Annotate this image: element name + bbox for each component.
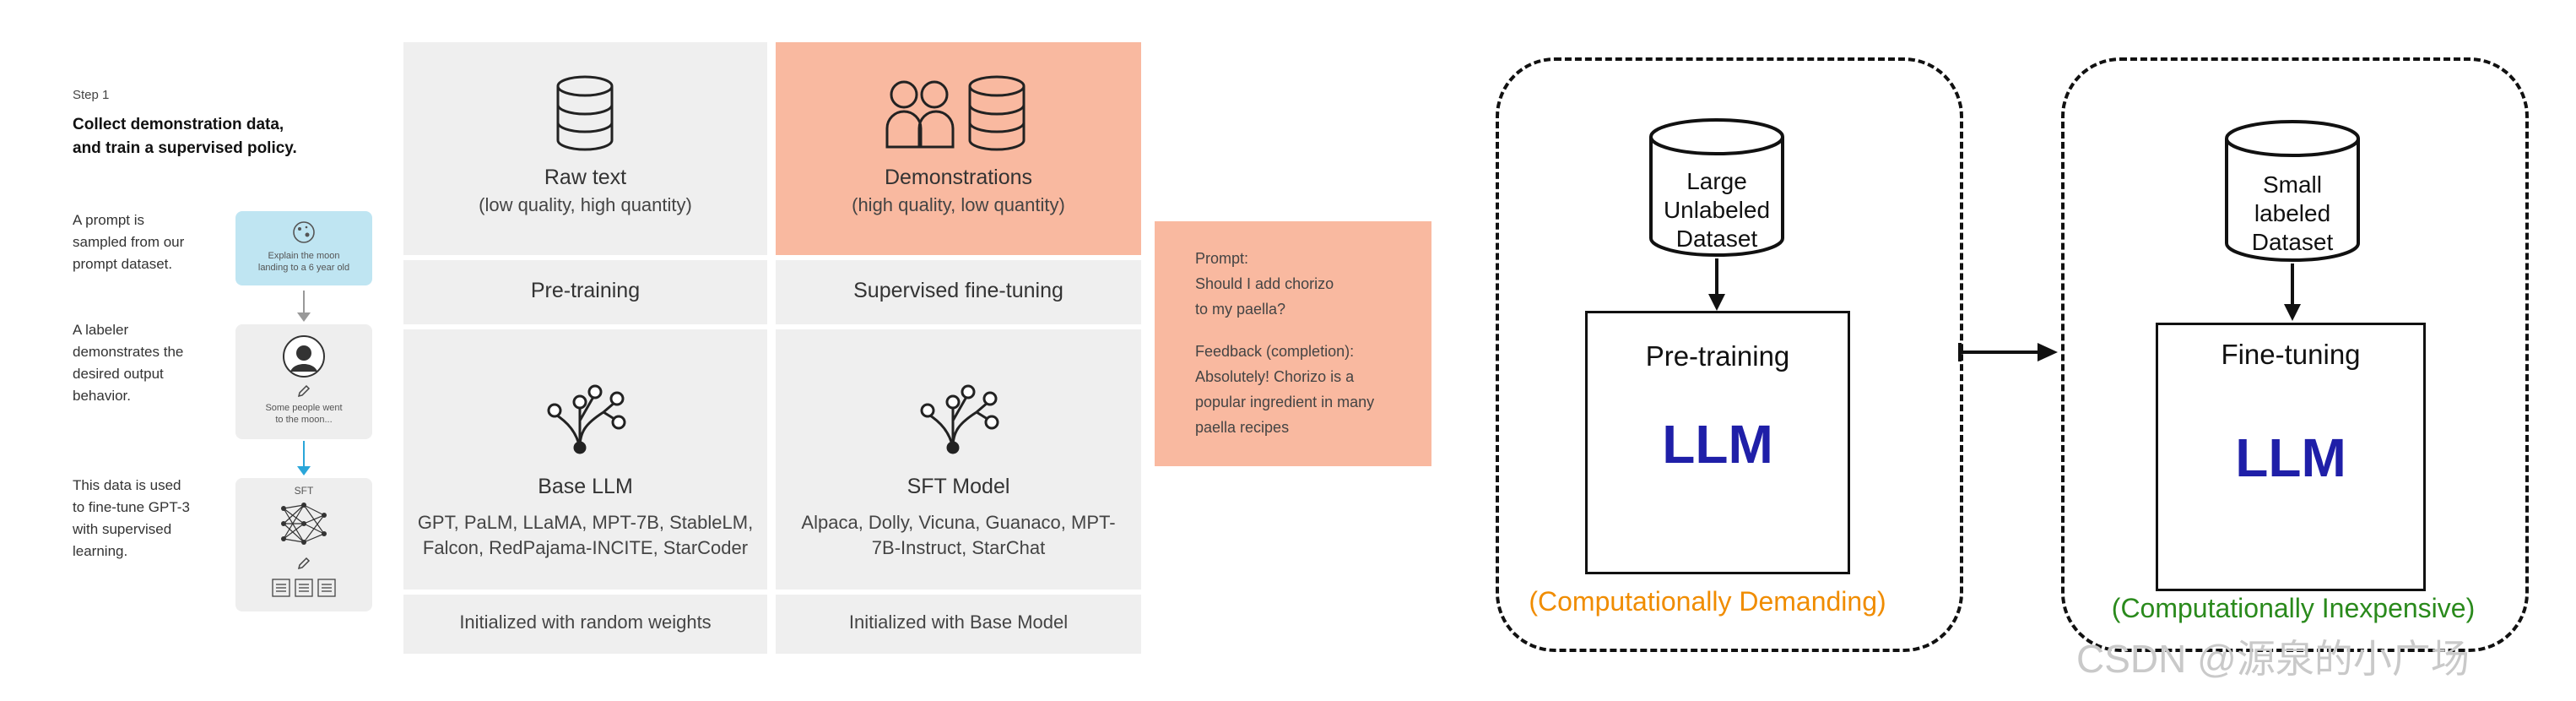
sft-cell: Supervised fine-tuning: [776, 260, 1141, 324]
text-line: desired output: [73, 366, 164, 382]
database-icon: [968, 75, 1026, 151]
text-line: Small: [2262, 171, 2322, 198]
text-line: A prompt is: [73, 212, 145, 228]
sft-card-label: SFT: [294, 485, 314, 497]
prompt-text: Should I add chorizo: [1195, 275, 1334, 292]
demonstrations-title: Demonstrations: [884, 166, 1033, 189]
arrow-head-icon: [297, 466, 311, 475]
text-line: demonstrates the: [73, 344, 184, 360]
text-line: sampled from our: [73, 234, 185, 250]
prompt-card-small: Explain the moon landing to a 6 year old: [235, 211, 372, 285]
init-base-cell: Initialized with Base Model: [776, 595, 1141, 654]
step-title: Collect demonstration data, and train a …: [73, 113, 360, 160]
model-tree-icon: [547, 384, 626, 454]
finetuning-title: Fine-tuning: [2221, 339, 2361, 370]
pretraining-llm-box: Pre-training LLM: [1585, 311, 1850, 574]
text-line: Dataset: [2251, 229, 2334, 255]
list-line: Falcon, RedPajama-INCITE, StarCoder: [422, 537, 749, 558]
raw-text-title: Raw text: [544, 166, 627, 189]
demonstrations-subtitle: (high quality, low quantity): [852, 194, 1065, 215]
sft-model-cell: SFT Model Alpaca, Dolly, Vicuna, Guanaco…: [776, 329, 1141, 590]
prompt-label: Prompt:: [1195, 250, 1249, 267]
base-llm-cell: Base LLM GPT, PaLM, LLaMA, MPT-7B, Stabl…: [403, 329, 767, 590]
text-line: Explain the moon: [268, 251, 340, 261]
list-line: 7B-Instruct, StarChat: [871, 537, 1046, 558]
database-icon: [2225, 120, 2360, 262]
feedback-label: Feedback (completion):: [1195, 343, 1355, 360]
sft-card: SFT: [235, 478, 372, 611]
arrow-down-icon: [2284, 264, 2301, 321]
step-title-line: and train a supervised policy.: [73, 139, 297, 157]
init-random-cell: Initialized with random weights: [403, 595, 767, 654]
people-icon: [885, 80, 955, 149]
neural-network-icon: [281, 503, 327, 545]
text-line: A labeler: [73, 322, 129, 338]
list-line: Alpaca, Dolly, Vicuna, Guanaco, MPT-: [801, 512, 1116, 533]
arrow-head-icon: [297, 312, 311, 322]
database-icon: [556, 75, 614, 151]
prompt-feedback-card: [1155, 221, 1431, 466]
step-description-2: A labeler demonstrates the desired outpu…: [73, 319, 233, 407]
feedback-text: popular ingredient in many: [1195, 394, 1375, 410]
init-base-label: Initialized with Base Model: [848, 611, 1069, 633]
database-icon: [1649, 118, 1784, 257]
text-line: labeled: [2254, 200, 2331, 226]
text-line: prompt dataset.: [73, 256, 173, 272]
step-label: Step 1: [73, 88, 110, 102]
text-line: Some people went: [265, 403, 343, 413]
base-llm-title: Base LLM: [538, 475, 633, 498]
finetuning-llm-box: Fine-tuning LLM: [2156, 323, 2426, 591]
arrow-down-icon: [1708, 258, 1725, 311]
pretraining-label: Pre-training: [530, 279, 641, 302]
base-llm-list: GPT, PaLM, LLaMA, MPT-7B, StableLM, Falc…: [403, 510, 767, 561]
demonstrations-cell: Demonstrations (high quality, low quanti…: [776, 42, 1141, 255]
sft-model-title: SFT Model: [906, 475, 1010, 498]
text-line: This data is used: [73, 477, 181, 493]
pretraining-cost-note: (Computationally Demanding): [1529, 586, 1886, 617]
documents-icon: [272, 579, 336, 597]
prompt-text: to my paella?: [1195, 301, 1286, 318]
list-line: GPT, PaLM, LLaMA, MPT-7B, StableLM,: [417, 512, 754, 533]
feedback-text: paella recipes: [1195, 419, 1290, 436]
flow-arrow: [303, 441, 305, 468]
model-tree-icon: [920, 384, 999, 454]
step-description-1: A prompt is sampled from our prompt data…: [73, 209, 233, 275]
init-random-label: Initialized with random weights: [459, 611, 712, 633]
text-line: learning.: [73, 543, 128, 559]
arrow-right-icon: [1958, 343, 2058, 361]
globe-icon: [293, 221, 315, 243]
card-text: Some people went to the moon...: [245, 402, 363, 426]
small-labeled-dataset-label: Small labeled Dataset: [2223, 171, 2362, 257]
text-line: Large: [1686, 168, 1747, 194]
feedback-text: Absolutely! Chorizo is a: [1195, 368, 1355, 385]
sft-model-list: Alpaca, Dolly, Vicuna, Guanaco, MPT- 7B-…: [776, 510, 1141, 561]
text-line: landing to a 6 year old: [257, 263, 350, 273]
text-line: with supervised: [73, 521, 172, 537]
card-text: Explain the moon landing to a 6 year old: [245, 250, 363, 274]
text-line: to the moon...: [275, 415, 333, 425]
flow-arrow: [303, 291, 305, 314]
llm-label: LLM: [2235, 427, 2346, 488]
pretraining-title: Pre-training: [1645, 340, 1790, 372]
watermark: CSDN @源泉的小广场: [2076, 637, 2470, 681]
pencil-icon: [297, 557, 311, 570]
person-icon: [283, 335, 325, 378]
labeler-card: Some people went to the moon...: [235, 324, 372, 439]
finetuning-stage-box: [2061, 57, 2529, 652]
raw-text-subtitle: (low quality, high quantity): [479, 194, 692, 215]
llm-label: LLM: [1662, 414, 1773, 475]
finetuning-cost-note: (Computationally Inexpensive): [2111, 593, 2476, 623]
large-unlabeled-dataset-label: Large Unlabeled Dataset: [1648, 167, 1786, 253]
text-line: Unlabeled: [1663, 197, 1771, 223]
sft-label: Supervised fine-tuning: [853, 279, 1063, 302]
text-line: behavior.: [73, 388, 131, 404]
text-line: to fine-tune GPT-3: [73, 499, 190, 515]
raw-text-cell: Raw text (low quality, high quantity): [403, 42, 767, 255]
step-title-line: Collect demonstration data,: [73, 116, 284, 133]
pencil-icon: [297, 384, 311, 398]
pretraining-cell: Pre-training: [403, 260, 767, 324]
text-line: Dataset: [1675, 226, 1758, 252]
step-description-3: This data is used to fine-tune GPT-3 wit…: [73, 475, 233, 562]
